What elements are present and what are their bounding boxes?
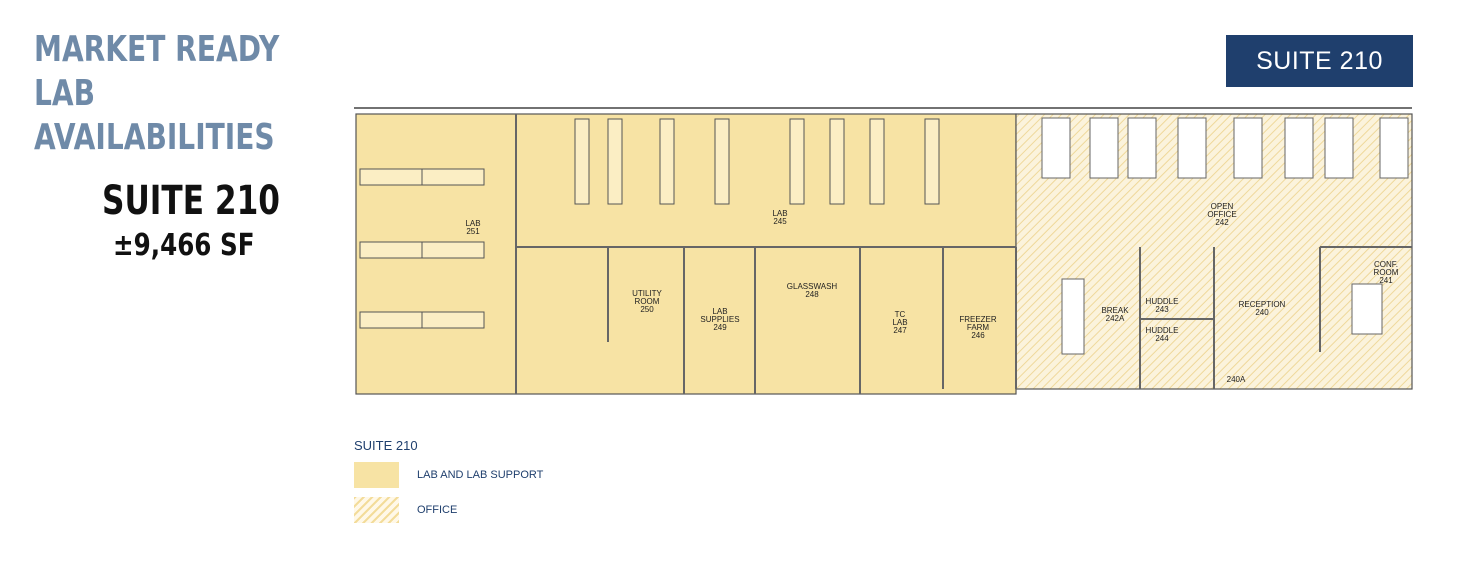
title-line-2: AVAILABILITIES [34, 117, 275, 158]
svg-text:LAB: LAB [892, 318, 907, 327]
svg-text:CONF.: CONF. [1374, 260, 1398, 269]
svg-text:OFFICE: OFFICE [1207, 210, 1236, 219]
svg-text:247: 247 [893, 326, 907, 335]
svg-text:245: 245 [773, 217, 787, 226]
svg-text:TC: TC [895, 310, 906, 319]
suite-name: SUITE 210 [102, 178, 280, 224]
svg-text:246: 246 [971, 331, 985, 340]
svg-text:LAB: LAB [712, 307, 727, 316]
svg-text:242A: 242A [1106, 314, 1125, 323]
svg-text:240: 240 [1255, 308, 1269, 317]
svg-text:249: 249 [713, 323, 727, 332]
floor-plan-drawing: LAB 251 LAB 245 UTILITY ROOM 250 LAB SUP… [354, 107, 1413, 395]
svg-text:ROOM: ROOM [635, 297, 660, 306]
svg-text:SUPPLIES: SUPPLIES [700, 315, 739, 324]
svg-text:HUDDLE: HUDDLE [1146, 326, 1179, 335]
legend-item-lab: LAB AND LAB SUPPORT [354, 462, 543, 488]
suite-area: ±9,466 SF [113, 228, 255, 263]
svg-text:RECEPTION: RECEPTION [1239, 300, 1286, 309]
legend-label-lab: LAB AND LAB SUPPORT [417, 469, 544, 481]
legend-label-office: OFFICE [417, 504, 458, 516]
svg-text:248: 248 [805, 290, 819, 299]
lab-swatch [354, 462, 399, 488]
svg-text:HUDDLE: HUDDLE [1146, 297, 1179, 306]
floor-plan: LAB 251 LAB 245 UTILITY ROOM 250 LAB SUP… [350, 104, 1414, 399]
office-swatch [354, 497, 399, 523]
svg-text:244: 244 [1155, 334, 1169, 343]
suite-badge: SUITE 210 [1226, 35, 1413, 87]
legend-title: SUITE 210 [354, 438, 418, 453]
svg-text:ROOM: ROOM [1374, 268, 1399, 277]
svg-text:UTILITY: UTILITY [632, 289, 662, 298]
svg-text:LAB: LAB [772, 209, 787, 218]
svg-text:BREAK: BREAK [1101, 306, 1129, 315]
svg-text:FARM: FARM [967, 323, 990, 332]
svg-text:243: 243 [1155, 305, 1169, 314]
legend-item-office: OFFICE [354, 497, 457, 523]
svg-text:240A: 240A [1227, 375, 1246, 384]
svg-text:250: 250 [640, 305, 654, 314]
svg-text:LAB: LAB [465, 219, 480, 228]
svg-text:GLASSWASH: GLASSWASH [787, 282, 838, 291]
title-line-1: MARKET READY LAB [34, 29, 280, 114]
svg-text:241: 241 [1379, 276, 1393, 285]
svg-text:FREEZER: FREEZER [959, 315, 997, 324]
page-title: MARKET READY LAB AVAILABILITIES [34, 28, 291, 160]
svg-text:OPEN: OPEN [1211, 202, 1234, 211]
svg-text:242: 242 [1215, 218, 1229, 227]
svg-text:251: 251 [466, 227, 480, 236]
